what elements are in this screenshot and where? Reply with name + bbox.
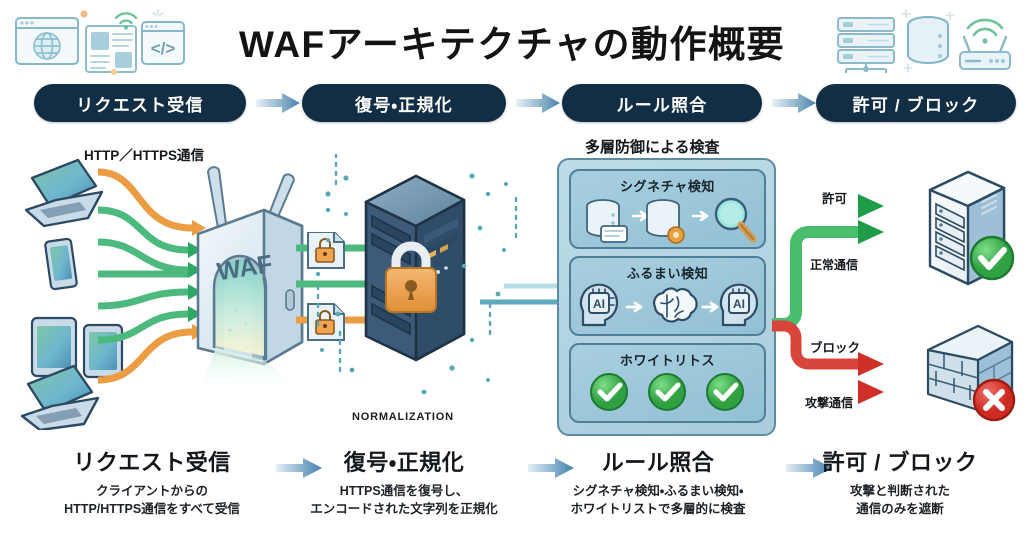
footer-step-1-desc-line1: クライアントからの (95, 484, 208, 498)
allowed-destination-server (922, 170, 1018, 295)
footer-step-2: 復号・正規化 HTTPS通信を復号し、 エンコードされた文字列を正規化 (272, 448, 536, 518)
pill-step-2[interactable]: 復号・正規化 (302, 84, 506, 122)
footer-step-2-desc-line2: エンコードされた文字列を正規化 (310, 502, 498, 516)
layer-behavior-detection[interactable]: ふるまい検知 AI (569, 256, 766, 336)
svg-text:</>: </> (151, 39, 176, 58)
normalization-server (352, 158, 482, 413)
svg-text:AI: AI (733, 297, 745, 311)
layer-whitelist[interactable]: ホワイトリトス (569, 343, 766, 423)
pill-arrow-3-icon (772, 93, 816, 113)
footer-arrow-3-icon (786, 458, 832, 478)
footer-step-1-heading: リクエスト受信 (73, 450, 231, 475)
pill-step-4-label: 許可 / ブロック (852, 95, 980, 115)
page-title: WAFアーキテクチャの動作概要 (238, 24, 786, 65)
footer-step-4: 許可 / ブロック 攻撃と判断された 通信のみを遮断 (784, 448, 1016, 518)
layer-signature-icons (571, 196, 764, 244)
attack-traffic-label: 攻撃通信 (805, 396, 854, 410)
header-left-icon-group: </> (8, 4, 186, 76)
footer-step-2-desc-line1: HTTPS通信を復号し、 (339, 484, 469, 498)
footer-step-4-desc-line2: 通信のみを遮断 (856, 502, 944, 516)
footer-step-1: リクエスト受信 クライアントからの HTTP/HTTPS通信をすべて受信 (20, 448, 284, 518)
footer-step-2-desc: HTTPS通信を復号し、 エンコードされた文字列を正規化 (272, 482, 536, 518)
layer-whitelist-title: ホワイトリトス (619, 353, 716, 368)
footer-arrow-1-icon (276, 458, 322, 478)
pill-step-1[interactable]: リクエスト受信 (34, 84, 246, 122)
pill-step-3-label: ルール照合 (616, 95, 708, 115)
footer-step-row: リクエスト受信 クライアントからの HTTP/HTTPS通信をすべて受信 復号・… (0, 448, 1024, 559)
layer-signature-detection[interactable]: シグネチャ検知 (569, 169, 766, 249)
pill-step-2-label: 復号・正規化 (355, 95, 453, 115)
footer-step-1-desc-line2: HTTP/HTTPS通信をすべて受信 (64, 502, 240, 516)
client-devices-group (10, 140, 190, 435)
architecture-diagram: WAF (0, 128, 1024, 440)
waf-gateway-device: WAF (180, 164, 316, 399)
pill-arrow-2-icon (516, 93, 560, 113)
allow-label: 許可 (822, 192, 848, 206)
footer-step-2-heading: 復号・正規化 (343, 450, 465, 475)
pill-arrow-1-icon (256, 93, 300, 113)
svg-text:AI: AI (593, 297, 605, 311)
footer-step-4-desc: 攻撃と判断された 通信のみを遮断 (784, 482, 1016, 518)
block-label: ブロック (810, 341, 861, 355)
footer-step-3: ルール照合 シグネチャ検知・ふるまい検知・ ホワイトリストで多層的に検査 (524, 448, 792, 518)
layer-behavior-title: ふるまい検知 (626, 266, 709, 281)
blocked-destination-wall (922, 316, 1018, 433)
footer-step-1-desc: クライアントからの HTTP/HTTPS通信をすべて受信 (20, 482, 284, 518)
footer-step-3-desc-line1: シグネチャ検知・ふるまい検知・ (572, 484, 744, 498)
outcome-arrows (770, 178, 900, 423)
layer-whitelist-icons (571, 370, 764, 418)
footer-step-3-desc-line2: ホワイトリストで多層的に検査 (570, 502, 746, 516)
encrypted-packets-group (296, 231, 400, 357)
layer-behavior-icons: AI (571, 283, 764, 331)
header-right-icon-group (828, 6, 1018, 76)
layer-signature-title: シグネチャ検知 (619, 179, 716, 194)
pill-step-4[interactable]: 許可 / ブロック (816, 84, 1016, 122)
footer-step-3-heading: ルール照合 (601, 450, 715, 475)
footer-arrow-2-icon (528, 458, 574, 478)
pill-step-1-label: リクエスト受信 (76, 95, 204, 115)
pill-step-3[interactable]: ルール照合 (562, 84, 762, 122)
step-pill-row: リクエスト受信 復号・正規化 ルール照合 許可 (0, 84, 1024, 122)
footer-step-4-desc-line1: 攻撃と判断された (849, 484, 950, 498)
data-flow-dots-decor (312, 152, 542, 419)
defense-panel-title: 多層防御による検査 (585, 139, 720, 156)
normalization-label: NORMALIZATION (352, 411, 454, 423)
footer-step-4-heading: 許可 / ブロック (822, 450, 978, 475)
normal-traffic-label: 正常通信 (810, 258, 859, 272)
multilayer-defense-panel: シグネチャ検知 (557, 158, 776, 436)
inbound-traffic-arrows (96, 158, 206, 403)
footer-step-3-desc: シグネチャ検知・ふるまい検知・ ホワイトリストで多層的に検査 (524, 482, 792, 518)
http-traffic-label: HTTP／HTTPS通信 (84, 148, 204, 163)
